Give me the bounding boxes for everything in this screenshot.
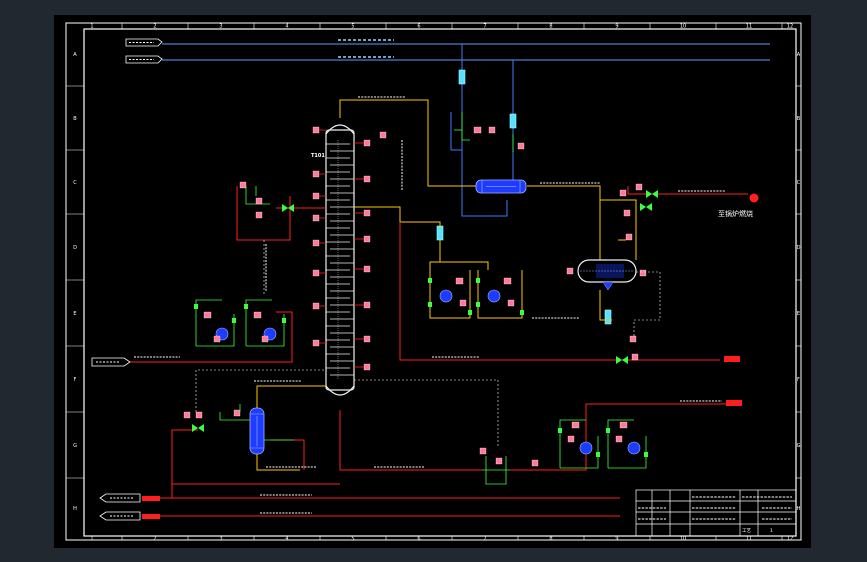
right-tick-E: E xyxy=(797,311,800,317)
utility-headers xyxy=(162,43,770,61)
right-tick-C: C xyxy=(797,180,801,186)
drawing-frame xyxy=(65,22,802,541)
left-tick-C: C xyxy=(73,180,77,186)
top-tick-8: 8 xyxy=(549,24,552,30)
reflux-drum-piping xyxy=(612,199,637,260)
title-block xyxy=(635,489,797,537)
reflux-pump-instruments xyxy=(455,277,515,307)
bottom-tick-6: 6 xyxy=(417,536,420,542)
bottoms-valves xyxy=(558,356,648,457)
top-tick-11: 11 xyxy=(746,24,752,30)
bottoms-instruments xyxy=(479,335,639,467)
column-instruments xyxy=(312,126,387,371)
right-tick-B: B xyxy=(797,116,801,122)
feed-loop xyxy=(195,186,285,347)
bottoms-piping xyxy=(482,419,647,485)
left-tick-A: A xyxy=(73,52,77,58)
bottom-tick-11: 11 xyxy=(746,536,752,542)
top-tick-1: 1 xyxy=(90,24,93,30)
feed-valves xyxy=(192,204,294,432)
top-tick-2: 2 xyxy=(153,24,156,30)
condenser-e101 xyxy=(475,179,527,194)
bottom-tick-4: 4 xyxy=(285,536,288,542)
vent-to-furnace-marker xyxy=(749,193,759,203)
product-arrow-text xyxy=(110,497,134,517)
title-sheet-tag: 工艺 xyxy=(742,528,751,534)
column-tag: T101 xyxy=(311,153,325,159)
overhead-vapor-line xyxy=(339,99,476,187)
reflux-pump-suction xyxy=(354,206,612,321)
reflux-pump-valves xyxy=(428,278,524,315)
reflux-pumps-p102 xyxy=(439,289,501,303)
rotated-line-label xyxy=(265,140,403,292)
bottom-tick-2: 2 xyxy=(153,536,156,542)
title-sheet-number: 1 xyxy=(770,528,773,534)
top-tick-12: 12 xyxy=(787,24,793,30)
top-tick-10: 10 xyxy=(680,24,686,30)
line-number-labels xyxy=(134,96,726,514)
utility-arrow-text xyxy=(129,42,154,60)
drawing-canvas xyxy=(54,15,811,548)
top-tick-3: 3 xyxy=(219,24,222,30)
vent-dashes xyxy=(633,271,661,340)
feed-instruments xyxy=(183,181,269,419)
reboiler-e102 xyxy=(249,407,265,455)
bottom-tick-9: 9 xyxy=(615,536,618,542)
top-tick-4: 4 xyxy=(285,24,288,30)
top-tick-9: 9 xyxy=(615,24,618,30)
vent-instruments xyxy=(566,183,647,277)
left-tick-D: D xyxy=(73,245,77,251)
reboiler-steam xyxy=(219,404,294,441)
cw-instrument-cluster xyxy=(454,112,514,152)
left-tick-H: H xyxy=(73,506,77,512)
top-tick-5: 5 xyxy=(351,24,354,30)
reboiler-dashes xyxy=(195,369,499,446)
to-furnace-label: 至锅炉燃烧 xyxy=(718,209,753,218)
left-tick-B: B xyxy=(73,116,77,122)
right-tick-H: H xyxy=(797,506,801,512)
title-block-cells: 工艺 1 xyxy=(742,528,773,534)
right-tick-D: D xyxy=(797,245,801,251)
bottom-tick-12: 12 xyxy=(787,536,793,542)
reboiler-piping xyxy=(256,385,326,471)
bottom-tick-7: 7 xyxy=(483,536,486,542)
vent-line xyxy=(627,186,748,195)
bottoms-pumps-p103 xyxy=(579,441,641,455)
title-block-text-marks xyxy=(638,496,792,520)
bottom-tick-8: 8 xyxy=(549,536,552,542)
left-tick-E: E xyxy=(73,311,76,317)
condenser-piping xyxy=(527,185,612,260)
reflux-drum-v101 xyxy=(577,259,637,291)
utility-line-labels xyxy=(338,39,394,58)
bottom-tick-1: 1 xyxy=(90,536,93,542)
left-tick-F: F xyxy=(74,377,77,383)
feed-arrow xyxy=(91,357,131,367)
top-tick-6: 6 xyxy=(417,24,420,30)
bottom-tick-5: 5 xyxy=(351,536,354,542)
bottom-tick-10: 10 xyxy=(680,536,686,542)
right-tick-F: F xyxy=(797,377,800,383)
utility-arrows xyxy=(125,38,163,64)
zone-ticks xyxy=(66,23,801,540)
product-arrows xyxy=(99,493,141,521)
right-tick-A: A xyxy=(797,52,801,58)
bottom-tick-3: 3 xyxy=(219,536,222,542)
top-tick-7: 7 xyxy=(483,24,486,30)
product-tags xyxy=(142,356,742,519)
right-tick-G: G xyxy=(797,443,801,449)
cw-instruments xyxy=(473,126,525,150)
distillation-column xyxy=(325,124,355,396)
column-nozzle-lines xyxy=(319,129,364,368)
vent-valves xyxy=(640,190,658,211)
left-tick-G: G xyxy=(73,443,77,449)
